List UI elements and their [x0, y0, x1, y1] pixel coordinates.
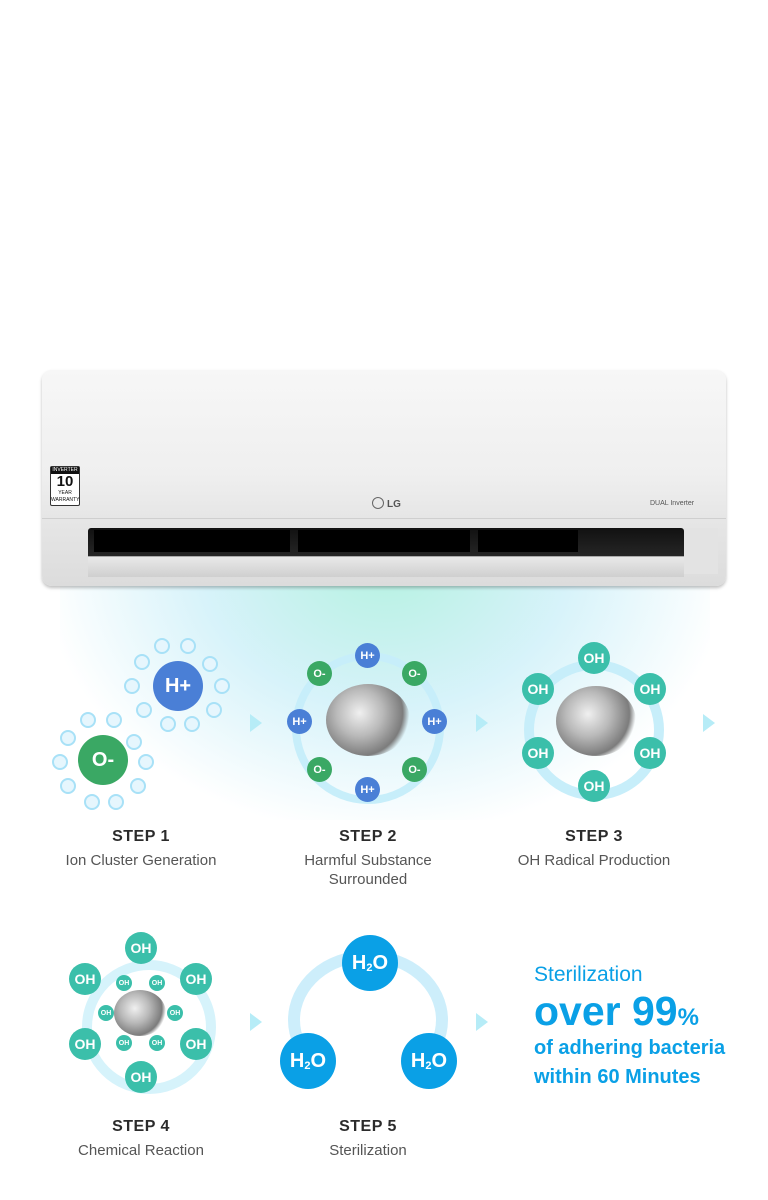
h-plus-ion: H+ — [355, 777, 380, 802]
oh-radical-small: OH — [167, 1005, 183, 1021]
o-minus-ion: O- — [307, 757, 332, 782]
oh-radical-small: OH — [149, 975, 165, 991]
brand-name: LG — [387, 499, 401, 510]
oh-radical-small: OH — [116, 1035, 132, 1051]
step-2-description-line-2: Surrounded — [328, 871, 408, 888]
step-2-description-line-1: Harmful Substance — [304, 852, 432, 869]
step-4-description: Chemical Reaction — [78, 1142, 204, 1159]
oh-radical: OH — [522, 673, 554, 705]
step-5-description: Sterilization — [329, 1142, 407, 1159]
step-4-title: STEP 4 — [112, 1118, 170, 1135]
dual-inverter-label: DUAL Inverter — [650, 500, 695, 507]
oh-radical: OH — [634, 737, 666, 769]
step-3-title: STEP 3 — [565, 828, 623, 845]
dust-particle — [556, 686, 636, 756]
arrow-right-icon — [250, 1013, 262, 1031]
claim-line-3: of adhering bacteria — [534, 1037, 726, 1059]
step-1-description: Ion Cluster Generation — [65, 852, 217, 869]
lg-logo-icon — [372, 497, 384, 509]
dust-particle — [326, 684, 410, 756]
claim-heading: Sterilization — [534, 963, 643, 986]
step-2-description: Harmful Substance Surrounded — [268, 851, 468, 889]
arrow-right-icon — [250, 714, 262, 732]
step-3-description: OH Radical Production — [517, 852, 671, 869]
claim-value-unit: % — [677, 1004, 699, 1031]
warranty-badge-unit: YEAR — [58, 490, 72, 496]
oh-radical-small: OH — [116, 975, 132, 991]
warranty-badge-top: INVERTER — [51, 467, 79, 474]
h-plus-ion: H+ — [355, 643, 380, 668]
arrow-right-icon — [703, 714, 715, 732]
oh-radical: OH — [634, 673, 666, 705]
oh-radical-small: OH — [149, 1035, 165, 1051]
warranty-badge: INVERTER 10 YEAR WARRANTY — [50, 466, 80, 506]
o-minus-ion: O- — [307, 661, 332, 686]
step-5-title: STEP 5 — [339, 1118, 397, 1135]
oh-radical-small: OH — [98, 1005, 114, 1021]
h-plus-ion: H+ — [287, 709, 312, 734]
arrow-right-icon — [476, 714, 488, 732]
oh-radical: OH — [522, 737, 554, 769]
h-plus-ion: H+ — [153, 661, 203, 711]
air-louver — [88, 556, 684, 577]
step-1-title: STEP 1 — [112, 828, 170, 845]
oh-radical: OH — [578, 642, 610, 674]
h-plus-ion: H+ — [422, 709, 447, 734]
oh-radical: OH — [180, 1028, 212, 1060]
lg-logo: LG — [372, 497, 401, 510]
claim-line-4: within 60 Minutes — [534, 1066, 701, 1088]
claim-value: over 99% — [534, 988, 699, 1035]
oh-radical: OH — [578, 770, 610, 802]
warranty-badge-bottom: WARRANTY — [51, 497, 80, 503]
claim-value-number: over 99 — [534, 988, 678, 1034]
o-minus-ion: O- — [78, 735, 128, 785]
step-2-title: STEP 2 — [339, 828, 397, 845]
oh-radical: OH — [125, 932, 157, 964]
oh-radical: OH — [180, 963, 212, 995]
air-conditioner-front-panel — [42, 370, 726, 519]
oh-radical: OH — [125, 1061, 157, 1093]
oh-radical: OH — [69, 1028, 101, 1060]
oh-radical: OH — [69, 963, 101, 995]
warranty-badge-number: 10 — [56, 473, 74, 490]
o-minus-ion: O- — [402, 661, 427, 686]
dust-particle — [114, 990, 166, 1036]
display-panel — [684, 528, 718, 574]
arrow-right-icon — [476, 1013, 488, 1031]
o-minus-ion: O- — [402, 757, 427, 782]
